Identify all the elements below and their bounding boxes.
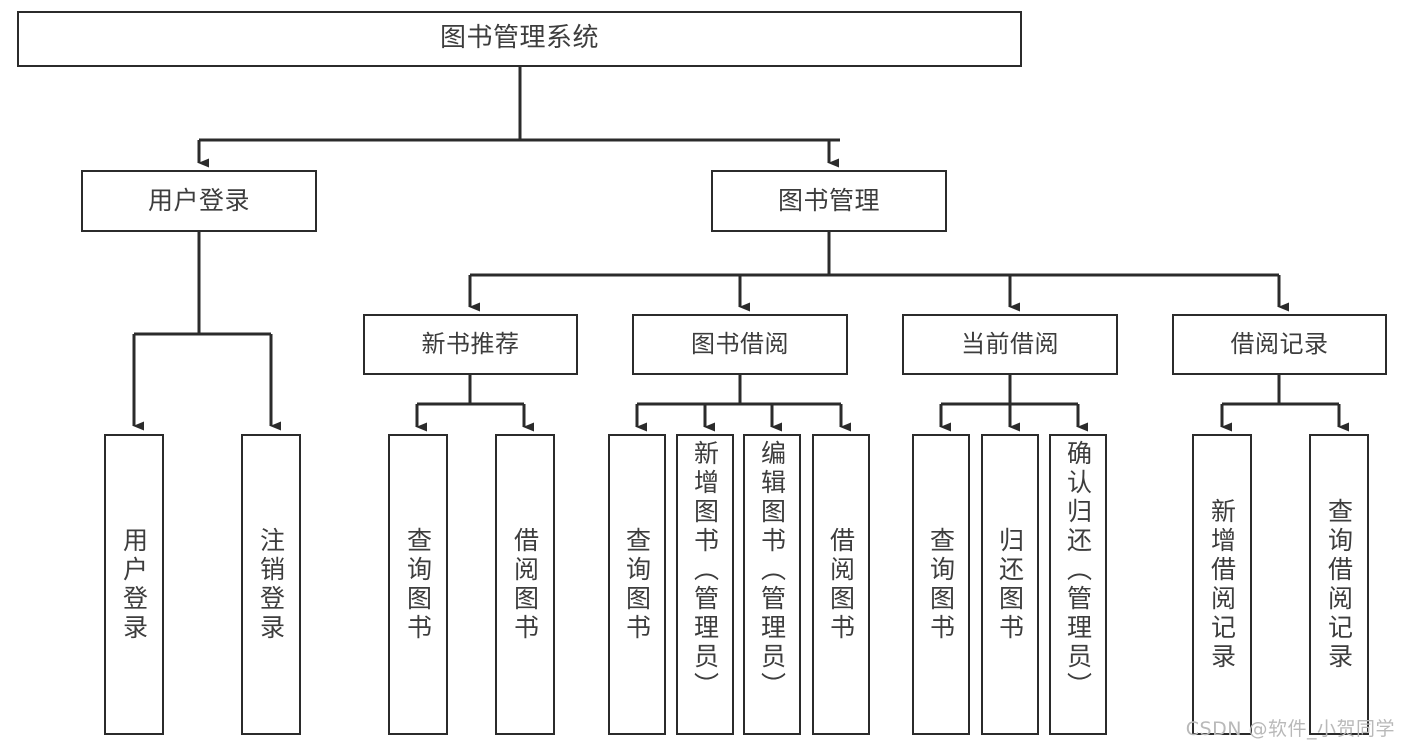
node-label: 借阅图书 <box>826 526 856 643</box>
node-label: 归还图书 <box>995 526 1025 643</box>
node-label: 编辑图书（管理员） <box>757 440 787 701</box>
node-label: 查询借阅记录 <box>1324 497 1354 672</box>
node-label: 当前借阅 <box>961 330 1059 359</box>
node-label: 新增借阅记录 <box>1207 497 1237 672</box>
node-book-management[interactable]: 图书管理 <box>711 170 947 232</box>
node-label: 借阅图书 <box>510 526 540 643</box>
node-label: 查询图书 <box>622 526 652 643</box>
leaf-recommend-borrow-book[interactable]: 借阅图书 <box>495 434 555 735</box>
leaf-borrow-query-book[interactable]: 查询图书 <box>608 434 666 735</box>
leaf-record-add-borrow-record[interactable]: 新增借阅记录 <box>1192 434 1252 735</box>
leaf-borrow-edit-book-admin[interactable]: 编辑图书（管理员） <box>743 434 801 735</box>
node-label: 注销登录 <box>256 526 286 643</box>
leaf-borrow-borrow-book[interactable]: 借阅图书 <box>812 434 870 735</box>
node-label: 借阅记录 <box>1230 330 1329 359</box>
node-label: 确认归还（管理员） <box>1063 440 1093 701</box>
node-root-system[interactable]: 图书管理系统 <box>17 11 1022 67</box>
leaf-current-query-book[interactable]: 查询图书 <box>912 434 970 735</box>
node-label: 查询图书 <box>403 526 433 643</box>
leaf-recommend-query-book[interactable]: 查询图书 <box>388 434 448 735</box>
node-label: 用户登录 <box>119 526 149 643</box>
node-label: 图书管理 <box>777 186 880 215</box>
csdn-watermark: CSDN @软件_小贺同学 <box>1185 718 1395 740</box>
node-label: 图书管理系统 <box>439 23 599 54</box>
node-label: 新增图书（管理员） <box>690 440 720 701</box>
leaf-record-query-borrow-record[interactable]: 查询借阅记录 <box>1309 434 1369 735</box>
node-borrow-record[interactable]: 借阅记录 <box>1172 314 1387 375</box>
node-book-borrow[interactable]: 图书借阅 <box>632 314 848 375</box>
leaf-user-logout[interactable]: 注销登录 <box>241 434 301 735</box>
node-label: 查询图书 <box>926 526 956 643</box>
node-label: 图书借阅 <box>691 330 789 359</box>
node-user-login[interactable]: 用户登录 <box>81 170 317 232</box>
node-label: 新书推荐 <box>421 330 520 359</box>
leaf-current-confirm-return-admin[interactable]: 确认归还（管理员） <box>1049 434 1107 735</box>
leaf-current-return-book[interactable]: 归还图书 <box>981 434 1039 735</box>
node-new-book-recommend[interactable]: 新书推荐 <box>363 314 578 375</box>
leaf-borrow-add-book-admin[interactable]: 新增图书（管理员） <box>676 434 734 735</box>
leaf-user-login[interactable]: 用户登录 <box>104 434 164 735</box>
node-current-borrow[interactable]: 当前借阅 <box>902 314 1118 375</box>
node-label: 用户登录 <box>147 186 250 215</box>
